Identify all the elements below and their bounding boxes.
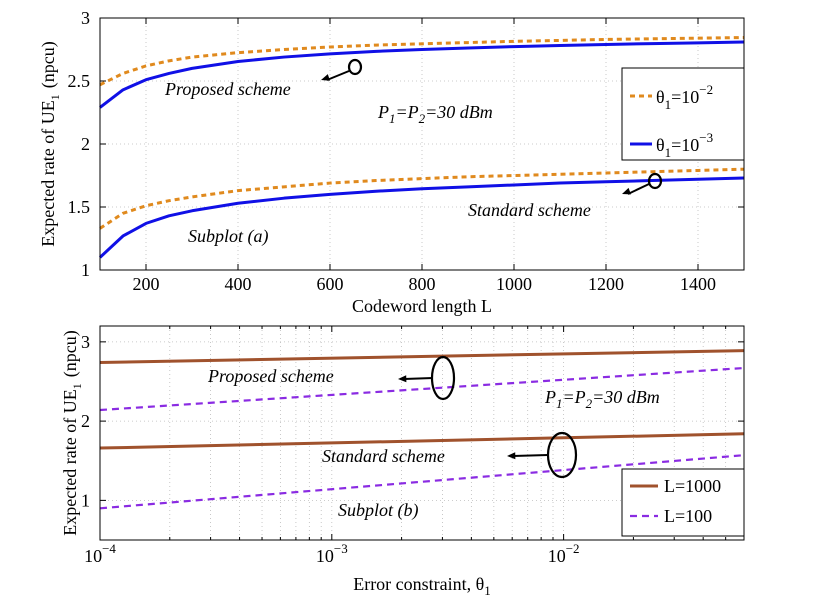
- x-tick-label: 200: [133, 274, 160, 294]
- annotation-standard-scheme: Standard scheme: [322, 446, 445, 466]
- series-line-proposed-1: [99, 349, 745, 364]
- arrow-head: [321, 74, 330, 81]
- annotation-arrow: [326, 70, 350, 81]
- annotation-proposed-scheme: Proposed scheme: [164, 79, 291, 99]
- arrow-head: [622, 187, 631, 195]
- y-axis-label: Expected rate of UE1(npcu): [38, 41, 62, 246]
- y-tick-label: 2.5: [68, 71, 91, 91]
- annotation-subplot-label: Subplot (b): [338, 500, 419, 521]
- axes-frame: [99, 325, 745, 541]
- series-line-proposed-2: [99, 40, 745, 109]
- x-tick-label: 10−4: [84, 541, 116, 566]
- x-tick-label: 10−2: [548, 541, 580, 566]
- legend-entry-1: θ1=10−2: [656, 82, 713, 112]
- y-tick-label: 1: [81, 260, 90, 280]
- annotation-arrow: [627, 183, 650, 195]
- annotation-standard-scheme: Standard scheme: [468, 200, 591, 220]
- series-line-proposed-1: [99, 36, 745, 87]
- standard-marker-ellipse: [647, 172, 663, 190]
- y-tick-label: 1: [81, 490, 90, 510]
- y-tick-label: 3: [81, 332, 90, 352]
- x-tick-label: 1000: [496, 274, 532, 294]
- x-axis-label: Error constraint, θ1: [353, 574, 491, 598]
- annotation-power: P1=P2=30 dBm: [544, 387, 660, 411]
- y-tick-label: 1.5: [68, 197, 91, 217]
- x-tick-label: 800: [409, 274, 436, 294]
- series-line-standard-1: [99, 432, 745, 450]
- annotation-subplot-label: Subplot (a): [188, 226, 269, 247]
- legend-entry-1: L=1000: [664, 476, 721, 496]
- y-tick-label: 3: [81, 8, 90, 28]
- y-tick-label: 2: [81, 411, 90, 431]
- y-tick-label: 2: [81, 134, 90, 154]
- y-axis-label: Expected rate of UE1(npcu): [60, 330, 84, 535]
- annotation-arrow: [403, 377, 434, 380]
- x-tick-label: 1400: [680, 274, 716, 294]
- legend-entry-2: L=100: [664, 506, 712, 526]
- x-tick-label: 1200: [588, 274, 624, 294]
- x-tick-label: 10−3: [316, 541, 348, 566]
- ticks: [99, 326, 745, 540]
- arrow-head: [507, 452, 516, 460]
- legend-entry-2: θ1=10−3: [656, 130, 713, 160]
- proposed-marker-ellipse: [347, 58, 363, 76]
- annotation-proposed-scheme: Proposed scheme: [207, 366, 334, 386]
- legend: θ1=10−2 θ1=10−3: [621, 67, 745, 161]
- annotation-power: P1=P2=30 dBm: [377, 102, 493, 126]
- series-line-standard-2: [98, 176, 745, 259]
- subplot-a: 200 400 600 800 1000 1200 1400 1 1.5 2 2.5 3Codewor…: [38, 8, 745, 316]
- x-axis-label: Codeword length L: [352, 296, 492, 316]
- arrow-head: [398, 375, 407, 383]
- series-line-standard-1: [99, 167, 745, 230]
- x-tick-label: 600: [317, 274, 344, 294]
- x-tick-label: 400: [225, 274, 252, 294]
- legend-box: [621, 468, 745, 537]
- annotation-arrow: [512, 454, 549, 457]
